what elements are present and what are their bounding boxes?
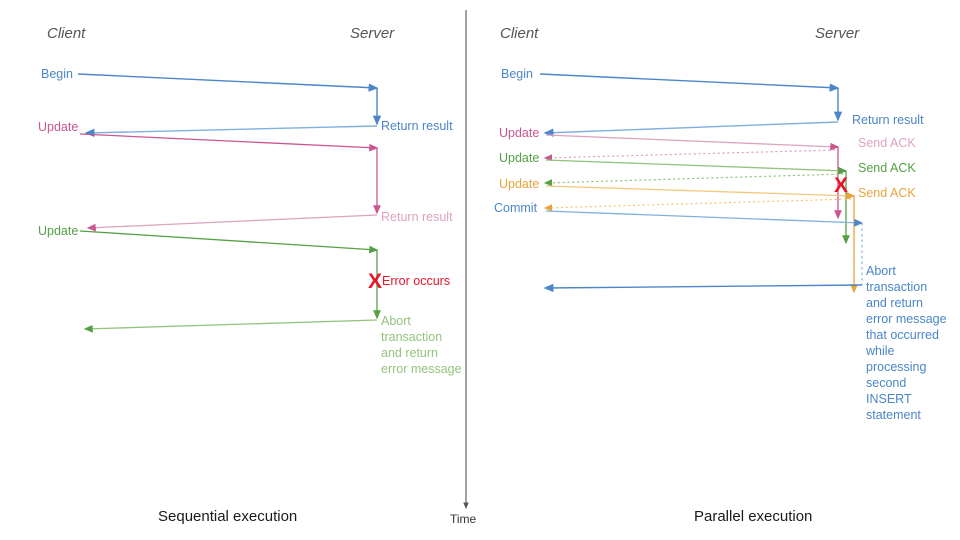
message-begin bbox=[77, 73, 382, 137]
server-label-return-result-2: Return result bbox=[381, 210, 453, 224]
error-x-icon: X bbox=[368, 270, 382, 293]
message-update-1 bbox=[79, 133, 381, 232]
lane-title-server-2: Server bbox=[815, 25, 860, 42]
server-label-error-occurs: Error occurs bbox=[382, 274, 450, 288]
panel-parallel: Client Server Begin Return result Update… bbox=[494, 25, 947, 525]
message-update-2 bbox=[79, 230, 381, 333]
abort-note2-line-7: processing bbox=[866, 360, 926, 374]
message-begin-2 bbox=[539, 73, 843, 137]
footer-parallel: Parallel execution bbox=[694, 508, 812, 525]
abort-note2-line-2: transaction bbox=[866, 280, 927, 294]
server-label-send-ack-3: Send ACK bbox=[858, 186, 916, 200]
abort-note2-line-10: statement bbox=[866, 408, 921, 422]
client-label-begin-2: Begin bbox=[501, 67, 533, 81]
abort-note-line-1: Abort bbox=[381, 314, 411, 328]
message-commit bbox=[543, 210, 864, 293]
client-label-update-green: Update bbox=[499, 151, 539, 165]
message-update-green bbox=[543, 159, 850, 245]
time-axis-label: Time bbox=[450, 512, 477, 526]
client-label-update-pink: Update bbox=[499, 126, 539, 140]
lane-title-client: Client bbox=[47, 25, 86, 42]
abort-note2-line-6: while bbox=[865, 344, 895, 358]
abort-note-sequential: Abort transaction and return error messa… bbox=[381, 314, 462, 376]
abort-note2-line-5: that occurred bbox=[866, 328, 939, 342]
abort-note-parallel: Abort transaction and return error messa… bbox=[865, 264, 947, 422]
message-update-pink bbox=[543, 134, 842, 220]
server-label-return-result-3: Return result bbox=[852, 113, 924, 127]
client-label-update-2: Update bbox=[38, 224, 78, 238]
client-label-begin: Begin bbox=[41, 67, 73, 81]
abort-note2-line-4: error message bbox=[866, 312, 947, 326]
message-update-orange bbox=[543, 185, 858, 294]
abort-note2-line-1: Abort bbox=[866, 264, 896, 278]
client-label-update-orange: Update bbox=[499, 177, 539, 191]
abort-note-line-2: transaction bbox=[381, 330, 442, 344]
abort-note-line-3: and return bbox=[381, 346, 438, 360]
server-label-send-ack-2: Send ACK bbox=[858, 161, 916, 175]
panel-sequential: Client Server Begin Return result Update… bbox=[38, 25, 462, 525]
lane-title-client-2: Client bbox=[500, 25, 539, 42]
error-x-icon-2: X bbox=[834, 174, 848, 197]
server-label-send-ack-1: Send ACK bbox=[858, 136, 916, 150]
client-label-commit: Commit bbox=[494, 201, 538, 215]
abort-note2-line-8: second bbox=[866, 376, 906, 390]
lane-title-server: Server bbox=[350, 25, 395, 42]
abort-note2-line-9: INSERT bbox=[866, 392, 912, 406]
abort-note2-line-3: and return bbox=[866, 296, 923, 310]
server-label-return-result-1: Return result bbox=[381, 119, 453, 133]
footer-sequential: Sequential execution bbox=[158, 508, 297, 525]
client-label-update-1: Update bbox=[38, 120, 78, 134]
abort-note-line-4: error message bbox=[381, 362, 462, 376]
